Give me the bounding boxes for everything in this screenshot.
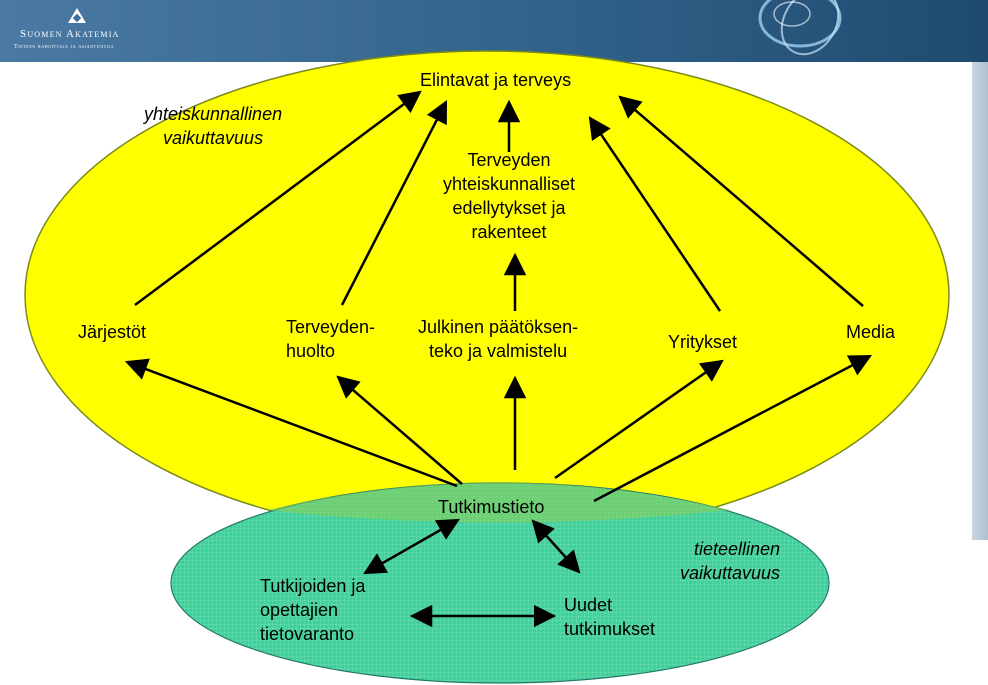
arrow-knowledge-to-healthcare [336,375,463,485]
arrow-knowledge-to-jarjestot [124,358,458,488]
media-label: Media [846,322,896,342]
logo-name: Suomen Akatemia [20,28,120,40]
arrow-knowledge-researchers-bidirectional [363,518,460,575]
organizations-label: Järjestöt [78,322,147,342]
arrow-companies-to-lifestyle [588,116,722,312]
new-research-label: Uudet tutkimukset [564,595,656,639]
arrow-jarjestot-to-lifestyle [134,90,422,307]
lifestyle-health-label: Elintavat ja terveys [420,70,572,90]
societal-impact-label: yhteiskunnallinen vaikuttavuus [144,104,283,148]
arrow-knowledge-to-companies [554,359,724,480]
societal-structures-label: Terveyden yhteiskunnalliset edellytykset… [442,150,576,242]
public-policy-label: Julkinen päätöksen- teko ja valmistelu [418,317,579,361]
arrow-healthcare-to-lifestyle [340,99,448,306]
arrow-media-to-lifestyle [618,95,864,307]
research-knowledge-label: Tutkimustieto [438,497,545,517]
scientific-impact-label: tieteellinen vaikuttavuus [680,539,781,583]
arrow-knowledge-newresearch-bidirectional [531,519,581,574]
overlap-region [266,482,730,523]
side-panel [972,62,988,540]
researchers-knowledge-label: Tutkijoiden ja opettajien tietovaranto [260,576,366,644]
logo-tagline: Tieteen rahoittaja ja asiantuntija [14,44,115,50]
arrow-knowledge-to-media [593,354,872,503]
companies-label: Yritykset [668,332,738,352]
organization-logo[interactable]: Suomen Akatemia Tieteen rahoittaja ja as… [14,8,154,52]
healthcare-label: Terveyden- huolto [286,317,376,361]
logo-icon [68,8,86,23]
swirl-decoration [758,0,842,48]
